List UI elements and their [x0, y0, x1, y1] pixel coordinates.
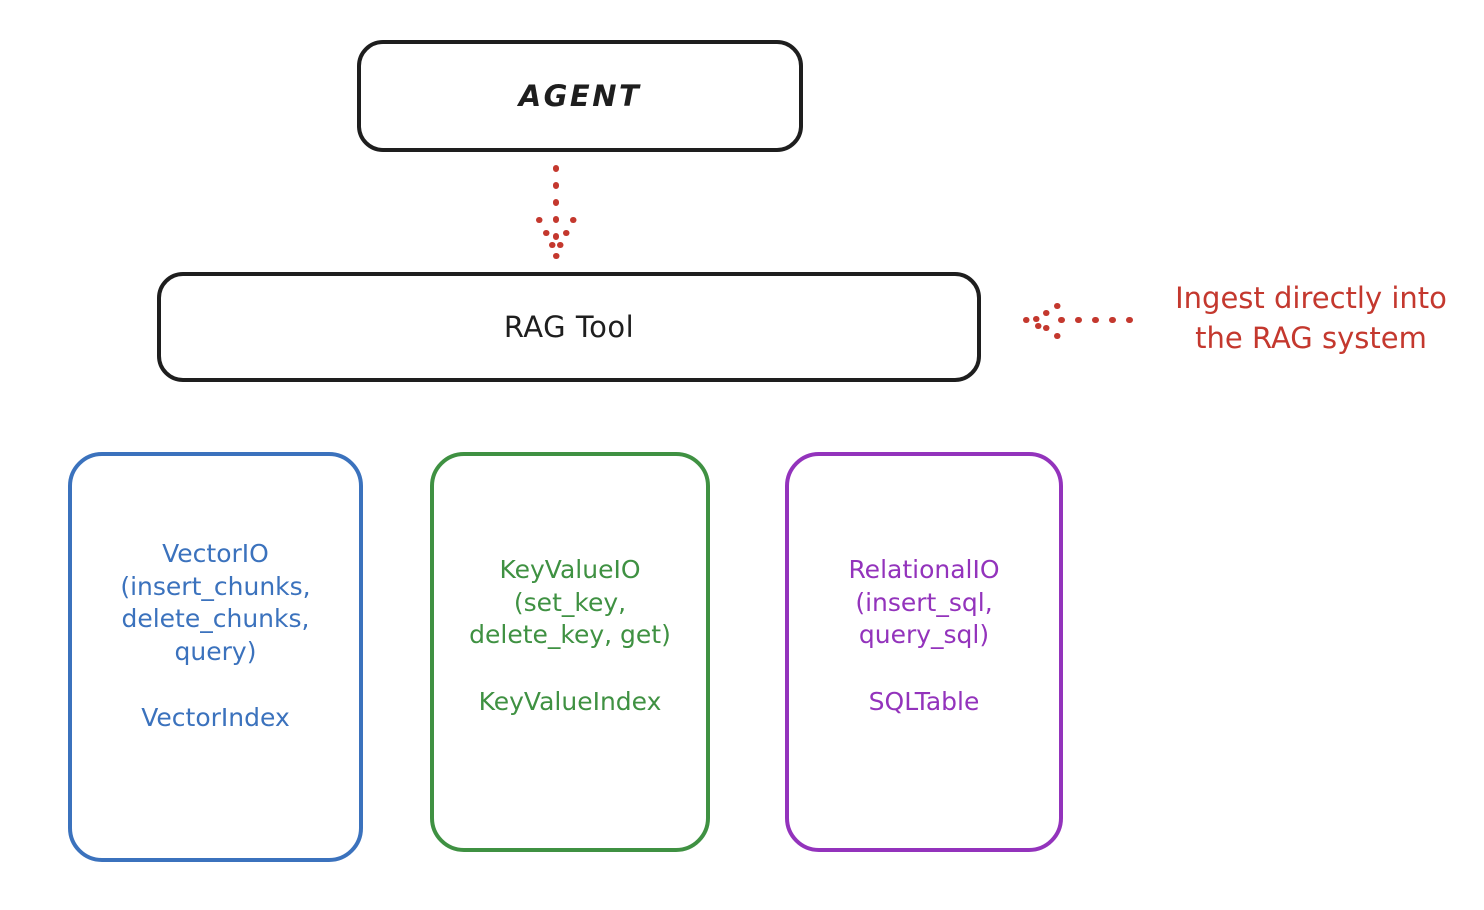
- relational-io-node[interactable]: RelationalIO (insert_sql, query_sql) SQL…: [785, 452, 1063, 852]
- vector-io-node[interactable]: VectorIO (insert_chunks, delete_chunks, …: [68, 452, 363, 862]
- vector-io-methods-label: VectorIO (insert_chunks, delete_chunks, …: [120, 539, 311, 666]
- agent-to-rag-tool-arrow-head: [536, 217, 577, 259]
- key-value-io-index-label: KeyValueIndex: [478, 686, 662, 716]
- relational-io-table-label: SQLTable: [868, 686, 980, 716]
- ingest-annotation-label: Ingest directly into the RAG system: [1175, 281, 1447, 356]
- rag-tool-node[interactable]: RAG Tool: [157, 272, 981, 382]
- key-value-io-node[interactable]: KeyValueIO (set_key, delete_key, get) Ke…: [430, 452, 710, 852]
- agent-node[interactable]: AGENT: [357, 40, 803, 152]
- agent-to-rag-tool-arrow: [536, 165, 577, 259]
- ingest-to-rag-tool-arrow: [1023, 303, 1133, 339]
- agent-node-label: AGENT: [518, 79, 642, 113]
- rag-tool-node-label: RAG Tool: [503, 310, 635, 344]
- key-value-io-methods-label: KeyValueIO (set_key, delete_key, get): [469, 555, 671, 649]
- ingest-to-rag-tool-arrow-head: [1023, 303, 1061, 339]
- relational-io-methods-label: RelationalIO (insert_sql, query_sql): [848, 555, 1000, 649]
- vector-io-index-label: VectorIndex: [141, 703, 290, 732]
